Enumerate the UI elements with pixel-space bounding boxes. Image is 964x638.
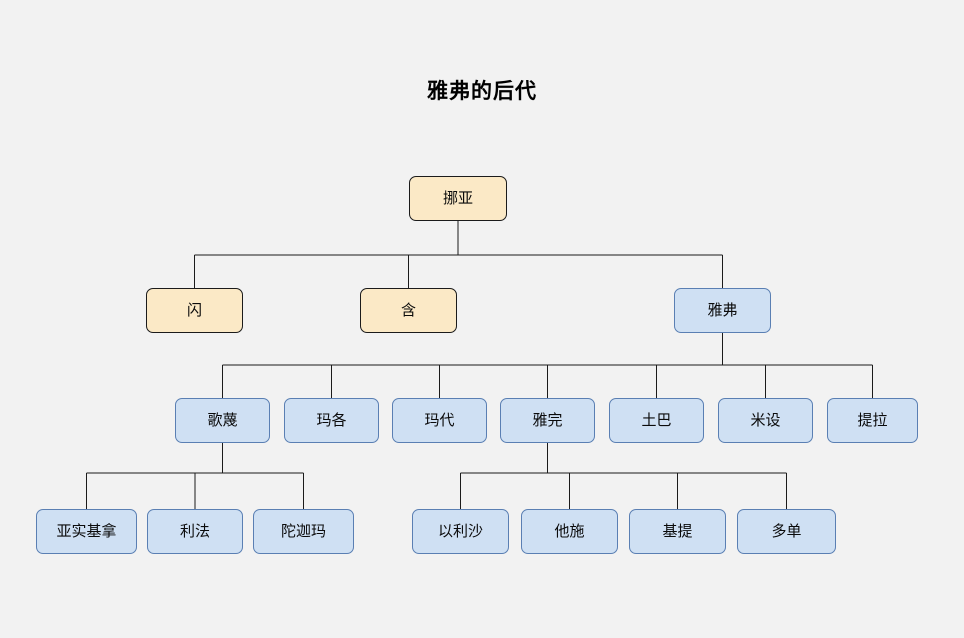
node-label: 闪: [186, 302, 202, 319]
node-shem[interactable]: 闪: [146, 288, 243, 333]
node-tubal[interactable]: 土巴: [609, 398, 704, 443]
node-label: 利法: [179, 523, 210, 540]
node-label: 多单: [771, 523, 802, 540]
node-magog[interactable]: 玛各: [284, 398, 379, 443]
node-label: 以利沙: [437, 523, 483, 540]
node-label: 他施: [554, 523, 585, 540]
node-japheth[interactable]: 雅弗: [674, 288, 771, 333]
node-label: 土巴: [641, 412, 672, 429]
node-label: 玛各: [316, 412, 347, 429]
node-dodanim[interactable]: 多单: [737, 509, 836, 554]
node-label: 歌蔑: [207, 412, 238, 429]
node-label: 玛代: [424, 412, 455, 429]
node-kittim[interactable]: 基提: [629, 509, 726, 554]
node-label: 基提: [662, 523, 693, 540]
node-togarmah[interactable]: 陀迦玛: [253, 509, 354, 554]
node-elishah[interactable]: 以利沙: [412, 509, 509, 554]
node-label: 米设: [750, 412, 781, 429]
page-title: 雅弗的后代: [427, 80, 537, 103]
node-madai[interactable]: 玛代: [392, 398, 487, 443]
node-javan[interactable]: 雅完: [500, 398, 595, 443]
node-meshech[interactable]: 米设: [718, 398, 813, 443]
node-label: 雅弗: [707, 302, 738, 319]
node-gomer[interactable]: 歌蔑: [175, 398, 270, 443]
node-label: 含: [400, 302, 416, 319]
node-label: 提拉: [857, 412, 888, 429]
node-noah[interactable]: 挪亚: [409, 176, 507, 221]
node-riphath[interactable]: 利法: [147, 509, 243, 554]
node-label: 陀迦玛: [280, 523, 326, 540]
node-ham[interactable]: 含: [360, 288, 457, 333]
node-label: 挪亚: [442, 190, 473, 207]
node-label: 雅完: [532, 412, 563, 429]
node-label: 亚实基拿: [56, 523, 117, 540]
node-tarshish[interactable]: 他施: [521, 509, 618, 554]
node-ashkenaz[interactable]: 亚实基拿: [36, 509, 137, 554]
node-tiras[interactable]: 提拉: [827, 398, 918, 443]
